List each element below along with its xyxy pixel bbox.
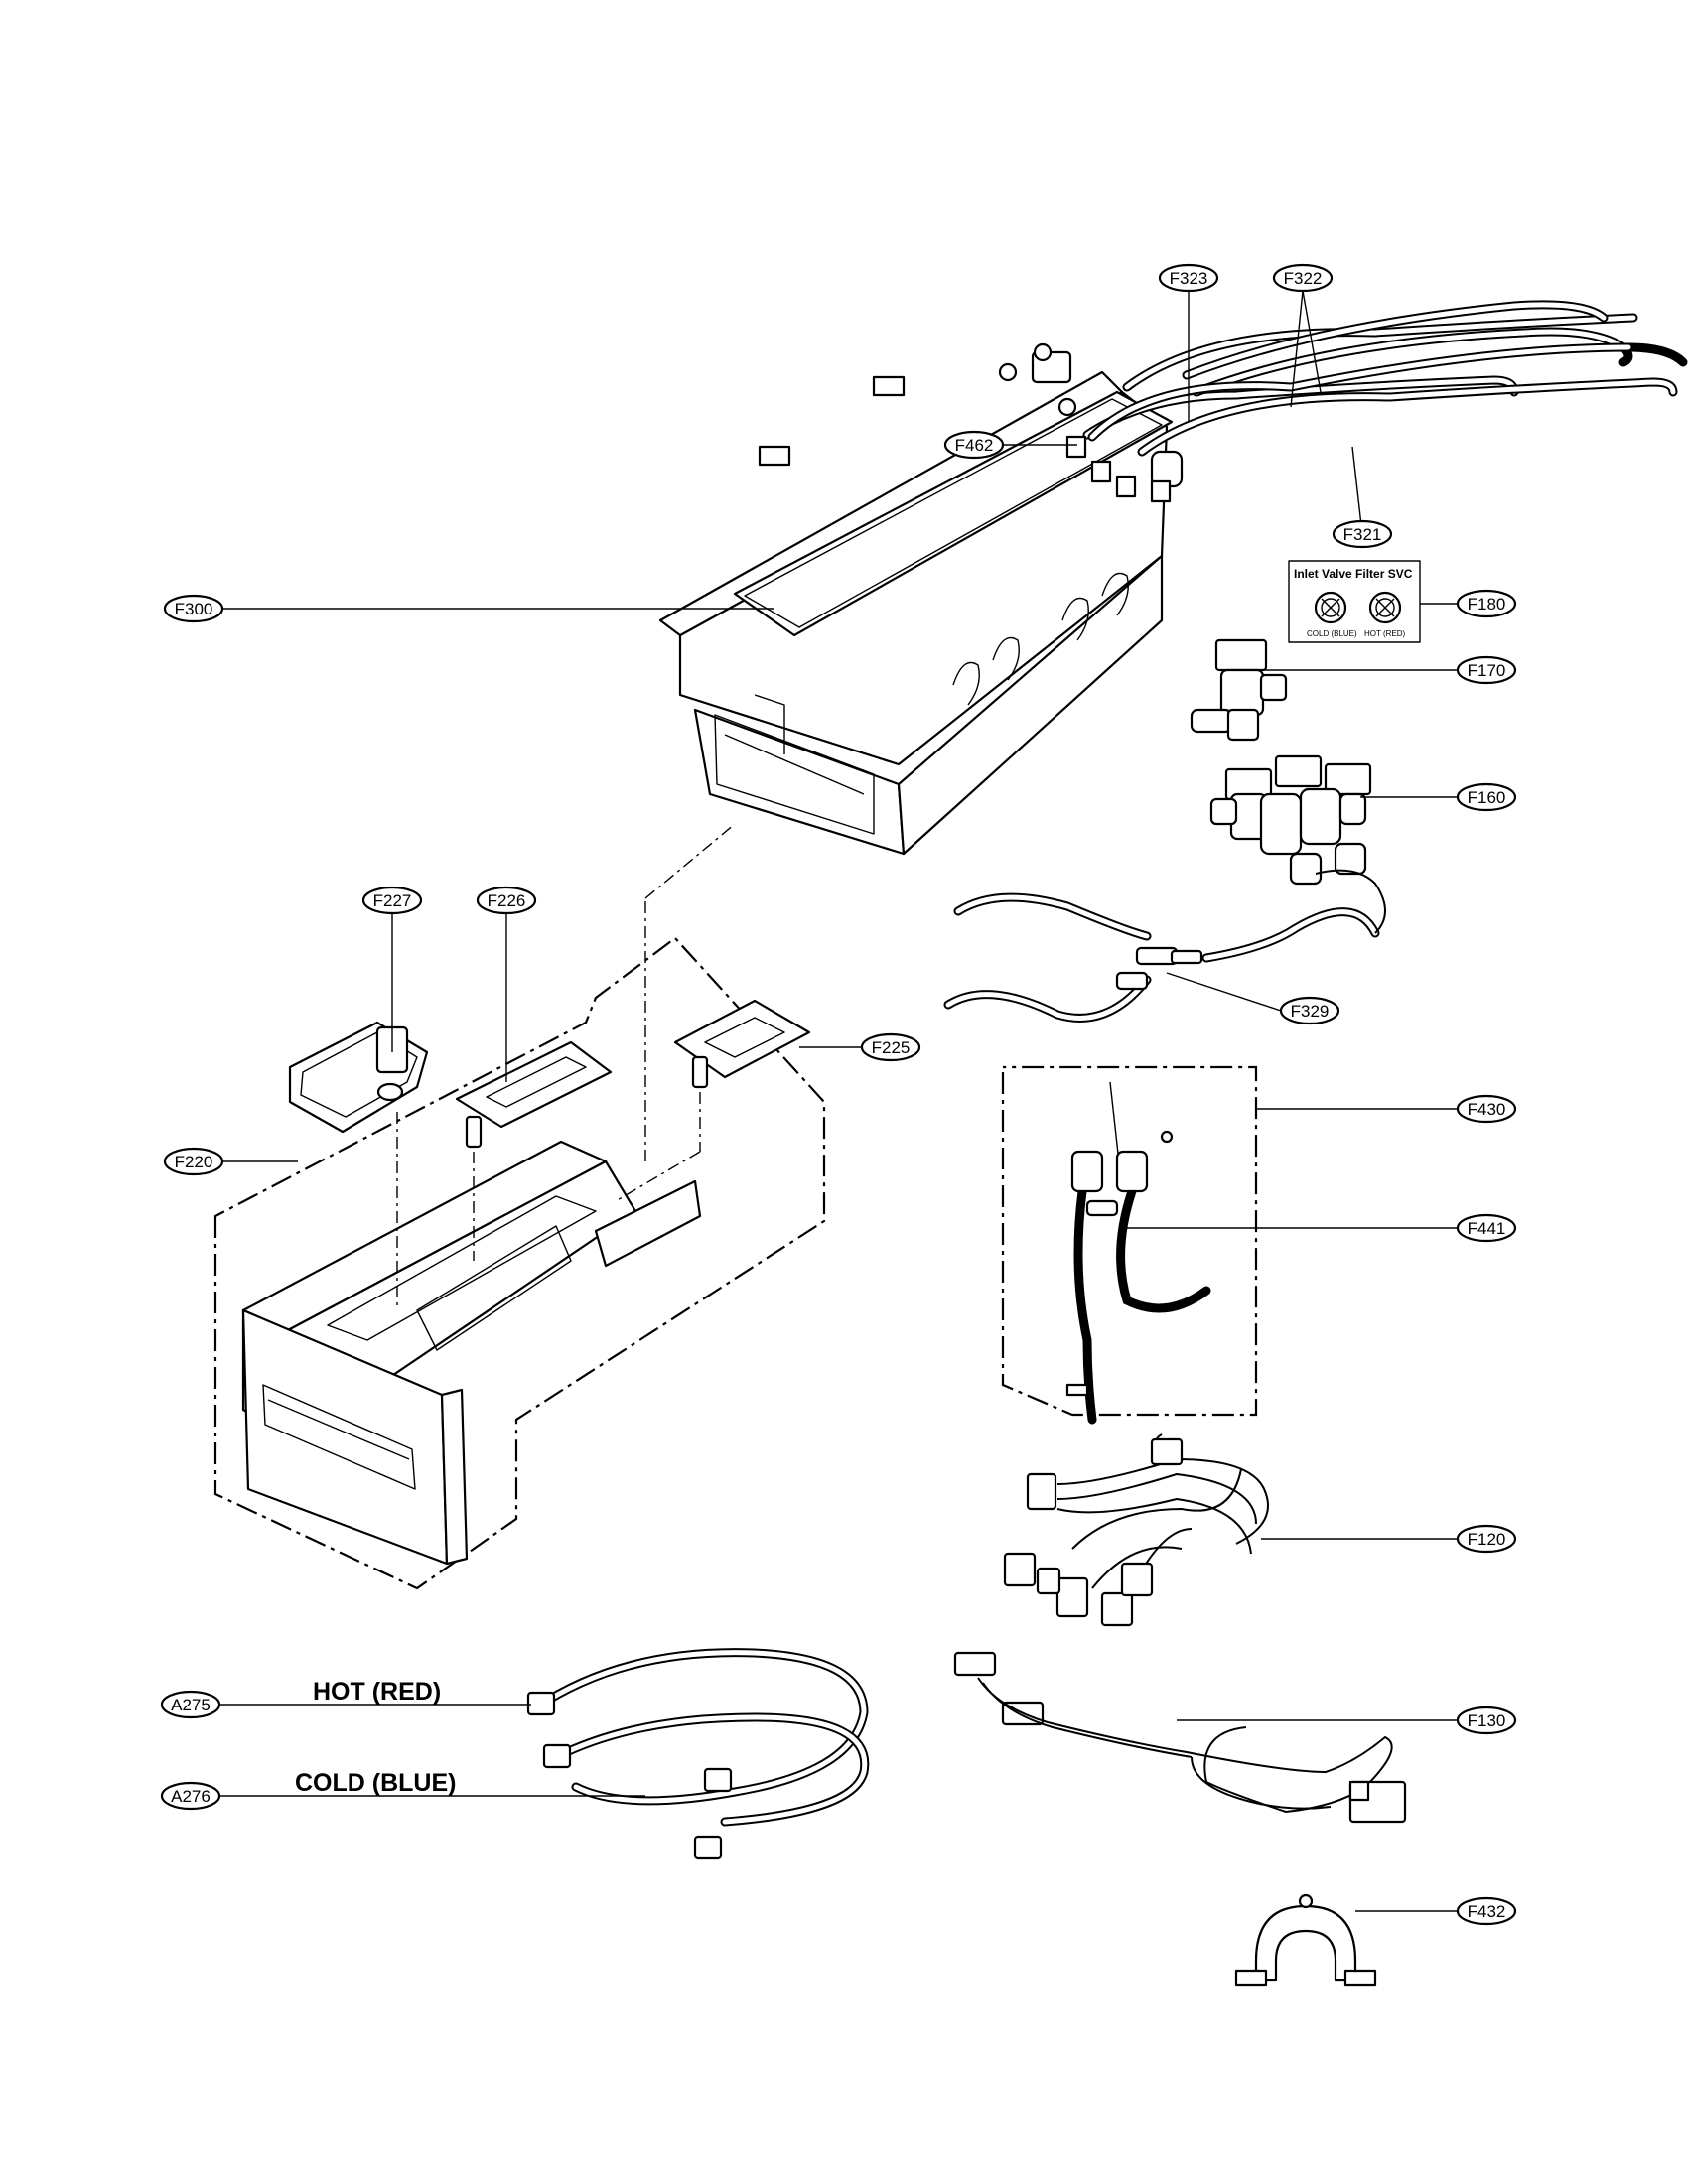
filter-cold-label: COLD (BLUE)	[1307, 629, 1357, 638]
filter-box-title: Inlet Valve Filter SVC	[1294, 567, 1413, 581]
callout-F321: F321	[1332, 519, 1393, 549]
cold-hose-label: COLD (BLUE)	[295, 1769, 456, 1797]
callout-F160: F160	[1456, 782, 1517, 812]
callout-F300: F300	[163, 594, 224, 623]
svg-text:F462: F462	[955, 436, 994, 455]
svg-text:A276: A276	[171, 1787, 211, 1806]
siphon-cap-f225	[673, 999, 811, 1089]
leader-lines	[218, 290, 1458, 1912]
svg-text:F227: F227	[373, 891, 412, 910]
callout-F322: F322	[1272, 263, 1334, 293]
svg-text:F441: F441	[1468, 1219, 1506, 1238]
callout-F225: F225	[860, 1032, 921, 1062]
svg-text:F130: F130	[1468, 1711, 1506, 1730]
callout-F441: F441	[1456, 1213, 1517, 1243]
callout-F220: F220	[163, 1147, 224, 1176]
inlet-valve-single-f170	[1190, 638, 1288, 742]
svg-text:F430: F430	[1468, 1100, 1506, 1119]
wire-harness-f130	[953, 1651, 1407, 1824]
callout-F130: F130	[1456, 1706, 1517, 1735]
callout-A276: A276	[160, 1781, 221, 1811]
tube-f329	[943, 869, 1386, 1023]
svg-text:F432: F432	[1468, 1902, 1506, 1921]
svg-text:F321: F321	[1343, 525, 1382, 544]
svg-text:F170: F170	[1468, 661, 1506, 680]
svg-text:F300: F300	[175, 600, 213, 618]
filter-hot-label: HOT (RED)	[1364, 629, 1406, 638]
hose-set-f321-f323	[1065, 300, 1688, 503]
inlet-valve-triple-f160	[1209, 754, 1372, 886]
callout-F226: F226	[476, 886, 537, 915]
callout-F180: F180	[1456, 589, 1517, 618]
svg-text:F226: F226	[488, 891, 526, 910]
callout-F430: F430	[1456, 1094, 1517, 1124]
callout-F323: F323	[1158, 263, 1219, 293]
svg-text:F225: F225	[872, 1038, 911, 1057]
drawer-assembly-f220	[213, 823, 826, 1590]
inlet-filter-box-f180: Inlet Valve Filter SVC COLD (BLUE) HOT (…	[1288, 560, 1421, 643]
svg-text:F323: F323	[1170, 269, 1208, 288]
svg-text:F120: F120	[1468, 1530, 1506, 1549]
callout-F170: F170	[1456, 655, 1517, 685]
wire-harness-f120	[1003, 1433, 1269, 1627]
callout-F432: F432	[1456, 1896, 1517, 1926]
svg-text:A275: A275	[171, 1696, 211, 1714]
svg-text:F329: F329	[1291, 1002, 1330, 1021]
svg-text:F160: F160	[1468, 788, 1506, 807]
callout-A275: A275	[160, 1690, 221, 1719]
svg-text:F220: F220	[175, 1153, 213, 1171]
svg-text:F322: F322	[1284, 269, 1323, 288]
inlet-hoses-a275-a276	[526, 1648, 870, 1860]
siphon-cap-f226	[455, 1040, 613, 1149]
callout-F120: F120	[1456, 1524, 1517, 1554]
hot-hose-label: HOT (RED)	[313, 1678, 441, 1706]
callout-F227: F227	[361, 886, 423, 915]
svg-text:F180: F180	[1468, 595, 1506, 614]
callout-F329: F329	[1279, 996, 1340, 1025]
hose-clip-f432	[1234, 1893, 1377, 1987]
callout-F462: F462	[943, 430, 1005, 460]
drain-hose-assembly-f430	[1001, 1065, 1258, 1425]
dispenser-housing-f300	[658, 342, 1184, 856]
